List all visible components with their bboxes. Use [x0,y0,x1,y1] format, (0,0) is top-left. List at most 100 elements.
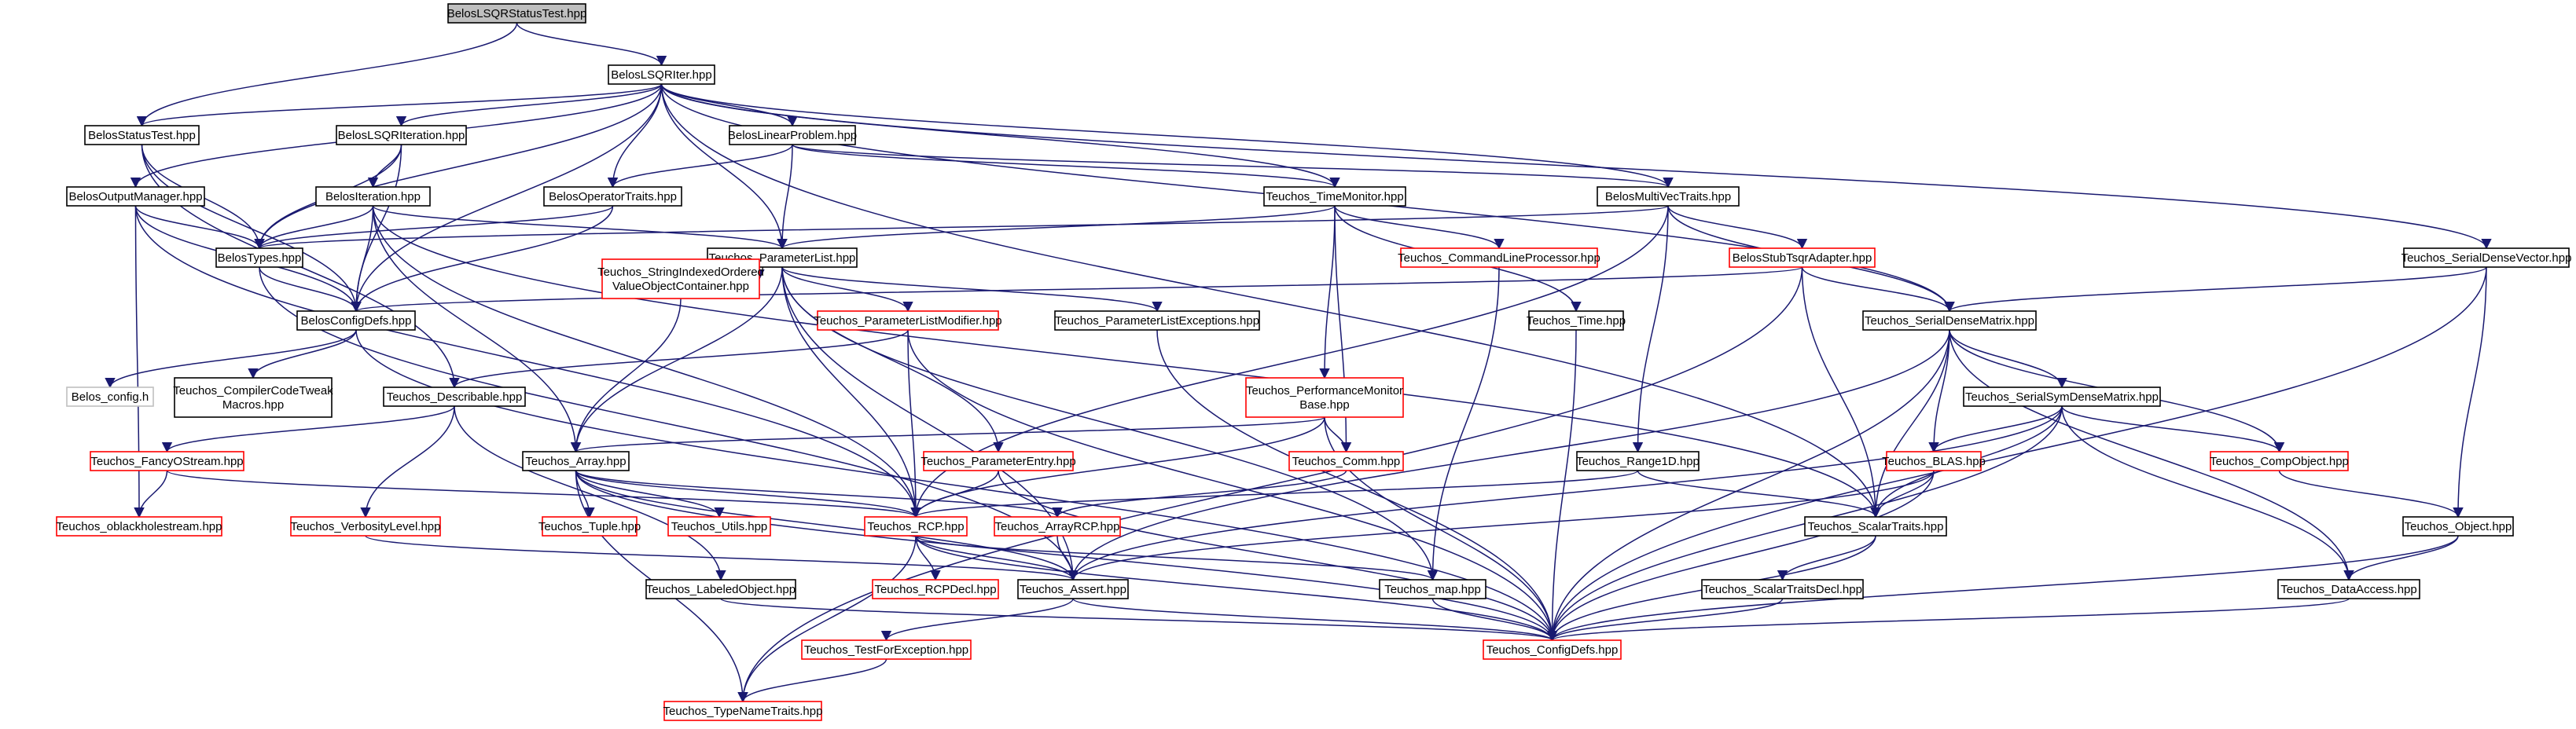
edge-paramentry-to-rcp [910,470,999,518]
node-outputmanager[interactable]: BelosOutputManager.hpp [66,186,205,207]
node-paramentry[interactable]: Teuchos_ParameterEntry.hpp [921,451,1076,471]
node-dataaccess[interactable]: Teuchos_DataAccess.hpp [2277,579,2420,599]
edge-root-to-lsqriter [516,22,667,67]
node-label: Teuchos_map.hpp [1384,583,1481,596]
node-label: Teuchos_DataAccess.hpp [2280,583,2416,596]
edge-blas-to-scalartraits [1870,470,1935,518]
edge-paramlistexc-to-teuchosconfig [1156,329,1558,642]
edge-serialdensematrix-to-scalartraits [1870,329,1950,518]
edge-verbosity-to-assert [365,535,1079,581]
node-lsqriteration[interactable]: BelosLSQRIteration.hpp [336,125,467,145]
node-time[interactable]: Teuchos_Time.hpp [1527,310,1626,331]
node-label: BelosMultiVecTraits.hpp [1605,190,1731,203]
node-label: Teuchos_LabeledObject.hpp [646,583,796,596]
node-rcpdecl[interactable]: Teuchos_RCPDecl.hpp [872,579,999,599]
node-comm[interactable]: Teuchos_Comm.hpp [1288,451,1404,471]
node-utils[interactable]: Teuchos_Utils.hpp [667,516,771,537]
node-oblackhole[interactable]: Teuchos_oblackholestream.hpp [56,516,222,537]
edge-iteration-to-array [372,205,582,453]
node-box [56,516,222,537]
node-box [215,247,303,268]
node-timemonitor[interactable]: Teuchos_TimeMonitor.hpp [1263,186,1406,207]
edge-statustest-to-configdefs [141,144,362,313]
node-box [1597,186,1740,207]
node-label: Teuchos_Assert.hpp [1020,583,1126,596]
node-describable[interactable]: Teuchos_Describable.hpp [383,386,526,407]
node-operatortraits[interactable]: BelosOperatorTraits.hpp [543,186,682,207]
node-box [290,516,441,537]
edge-lsqriter-to-statustest [137,83,663,127]
node-label: Teuchos_ScalarTraits.hpp [1808,520,1944,533]
edge-scalartraitsdecl-to-teuchosconfig [1546,598,1784,642]
edge-iteration-to-scalartraits [372,205,1881,518]
node-serialsym[interactable]: Teuchos_SerialSymDenseMatrix.hpp [1963,386,2161,407]
node-belostypes[interactable]: BelosTypes.hpp [215,247,303,268]
node-label: BelosLSQRIteration.hpp [338,129,465,142]
node-rcp[interactable]: Teuchos_RCP.hpp [864,516,968,537]
node-label: Teuchos_SerialSymDenseMatrix.hpp [1965,390,2159,404]
node-linearproblem[interactable]: BelosLinearProblem.hpp [728,125,857,145]
node-label: ValueObjectContainer.hpp [612,280,749,293]
node-box [66,186,205,207]
edge-rcp-to-map [915,535,1438,581]
node-blas[interactable]: Teuchos_BLAS.hpp [1882,451,1986,471]
node-box [645,579,796,599]
edge-root-to-statustest [136,22,518,127]
edge-lsqriter-to-multivectraits [660,83,1674,189]
edge-array-to-utils [575,470,725,518]
node-box [872,579,999,599]
node-map[interactable]: Teuchos_map.hpp [1379,579,1486,599]
edge-timemonitor-to-cmdlineproc [1334,205,1505,250]
node-multivectraits[interactable]: BelosMultiVecTraits.hpp [1597,186,1740,207]
node-label: Teuchos_ParameterEntry.hpp [921,455,1075,468]
node-scalartraitsdecl[interactable]: Teuchos_ScalarTraitsDecl.hpp [1701,579,1864,599]
node-statustest[interactable]: BelosStatusTest.hpp [84,125,200,145]
node-arrayrcp[interactable]: Teuchos_ArrayRCP.hpp [994,516,1121,537]
node-scalartraits[interactable]: Teuchos_ScalarTraits.hpp [1804,516,1947,537]
node-stubtsqr[interactable]: BelosStubTsqrAdapter.hpp [1729,247,1876,268]
node-stringindexed[interactable]: Teuchos_StringIndexedOrderedValueObjectC… [597,258,764,299]
node-box [542,516,638,537]
node-box [2210,451,2349,471]
node-belosconfig[interactable]: Belos_config.h [66,386,154,407]
node-fancyostream[interactable]: Teuchos_FancyOStream.hpp [90,451,244,471]
node-box [1862,310,2037,331]
edge-belostypes-to-configdefs [259,266,362,313]
node-label: Macros.hpp [222,398,284,412]
node-label: Base.hpp [1299,398,1349,412]
node-teuchosconfig[interactable]: Teuchos_ConfigDefs.hpp [1483,639,1622,660]
node-paramlistmod[interactable]: Teuchos_ParameterListModifier.hpp [814,310,1002,331]
node-serialdensevector[interactable]: Teuchos_SerialDenseVector.hpp [2401,247,2572,268]
edge-lsqriter-to-scalartraits [660,83,1881,518]
edge-lsqriter-to-belostypes [254,83,663,250]
node-cmdlineproc[interactable]: Teuchos_CommandLineProcessor.hpp [1398,247,1600,268]
edge-parameterlist-to-rcp [781,266,921,518]
node-label: Teuchos_RCP.hpp [867,520,964,533]
edge-serialdensematrix-to-teuchosconfig [1546,329,1950,642]
node-box [296,310,416,331]
node-lsqriter[interactable]: BelosLSQRIter.hpp [608,64,715,85]
node-array[interactable]: Teuchos_Array.hpp [522,451,630,471]
node-labeledobject[interactable]: Teuchos_LabeledObject.hpp [645,579,796,599]
node-label: Teuchos_Comm.hpp [1292,455,1401,468]
edge-assert-to-teuchosconfig [1072,598,1557,642]
node-serialdensematrix[interactable]: Teuchos_SerialDenseMatrix.hpp [1862,310,2037,331]
edge-describable-to-fancyostream [161,405,455,453]
node-range1d[interactable]: Teuchos_Range1D.hpp [1576,451,1700,471]
node-paramlistexc[interactable]: Teuchos_ParameterListExceptions.hpp [1054,310,1260,331]
edge-operatortraits-to-configdefs [351,205,614,313]
node-box [1379,579,1486,599]
edge-perfmonitor-to-array [571,416,1325,453]
node-object[interactable]: Teuchos_Object.hpp [2402,516,2514,537]
node-iteration[interactable]: BelosIteration.hpp [315,186,431,207]
node-typenametraits[interactable]: Teuchos_TypeNameTraits.hpp [663,701,823,721]
node-box [1804,516,1947,537]
node-compobject[interactable]: Teuchos_CompObject.hpp [2210,451,2349,471]
node-assert[interactable]: Teuchos_Assert.hpp [1017,579,1129,599]
node-verbosity[interactable]: Teuchos_VerbosityLevel.hpp [290,516,441,537]
node-configdefs[interactable]: BelosConfigDefs.hpp [296,310,416,331]
node-testforexc[interactable]: Teuchos_TestForException.hpp [801,639,972,660]
node-tuple[interactable]: Teuchos_Tuple.hpp [538,516,641,537]
